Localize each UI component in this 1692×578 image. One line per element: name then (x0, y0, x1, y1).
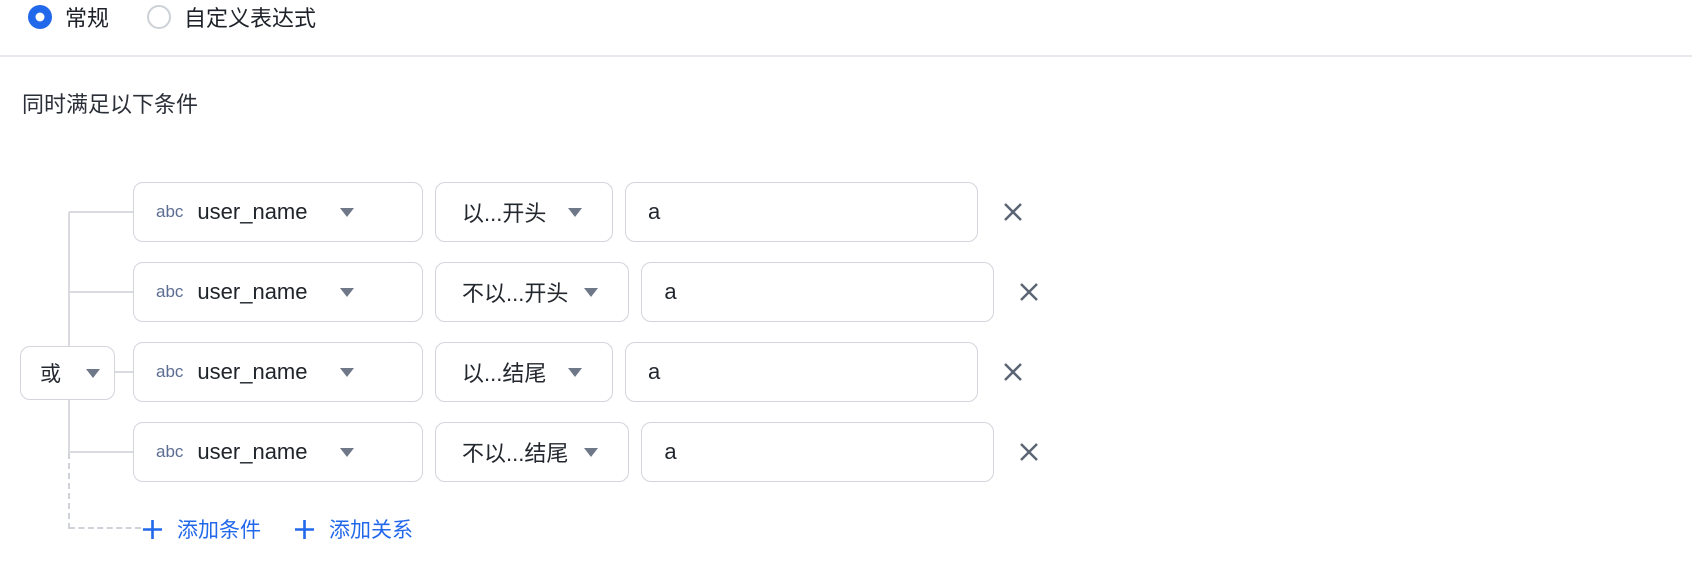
row-connector-line (69, 211, 133, 213)
chevron-down-icon (86, 368, 100, 378)
row-connector-line (115, 371, 133, 373)
mode-radio-option[interactable]: 自定义表达式 (147, 1, 316, 33)
add-link-label: 添加关系 (329, 519, 413, 542)
field-type-abc-icon: abc (156, 282, 184, 301)
close-icon (1004, 363, 1022, 381)
add-link[interactable]: 添加条件 (141, 514, 261, 544)
field-type-abc-icon: abc (156, 202, 184, 221)
condition-value-input[interactable] (625, 182, 978, 242)
operator-select[interactable]: 不以...开头 (435, 262, 630, 322)
condition-group-title: 同时满足以下条件 (22, 92, 199, 117)
operator-select[interactable]: 以...开头 (435, 182, 613, 242)
relation-label: 或 (40, 363, 61, 386)
add-link[interactable]: 添加关系 (293, 514, 413, 544)
divider (0, 55, 1692, 57)
operator-select[interactable]: 以...结尾 (435, 342, 613, 402)
condition-value-input[interactable] (625, 342, 978, 402)
field-name-label: user_name (197, 439, 308, 464)
field-select[interactable]: abc user_name (133, 342, 423, 402)
condition-row: abc user_name 以...结尾 (133, 342, 1028, 402)
remove-condition-button[interactable] (1014, 437, 1044, 467)
operator-label: 以...开头 (462, 201, 547, 226)
field-type-abc-icon: abc (156, 442, 184, 461)
chevron-down-icon (339, 207, 354, 217)
chevron-down-icon (584, 287, 599, 297)
add-connector-dashed-vertical (68, 453, 70, 529)
mode-radio-option[interactable]: 常规 (28, 1, 109, 33)
close-icon (1004, 203, 1022, 221)
field-select[interactable]: abc user_name (133, 262, 423, 322)
operator-label: 以...结尾 (462, 361, 547, 386)
remove-condition-button[interactable] (998, 197, 1028, 227)
remove-condition-button[interactable] (1014, 277, 1044, 307)
operator-label: 不以...结尾 (462, 441, 569, 466)
filter-mode-selector: 常规 自定义表达式 (28, 2, 316, 32)
plus-icon (295, 519, 314, 539)
chevron-down-icon (568, 367, 582, 377)
operator-label: 不以...开头 (462, 281, 569, 306)
group-bracket-line-top (68, 212, 70, 347)
field-name-label: user_name (197, 279, 308, 304)
condition-row: abc user_name 不以...开头 (133, 262, 1044, 322)
add-connector-dashed-horizontal (69, 527, 141, 529)
group-actions: 添加条件 添加关系 (141, 513, 413, 545)
row-connector-line (69, 451, 133, 453)
mode-radio-label: 常规 (65, 6, 110, 31)
relation-select[interactable]: 或 (20, 346, 115, 400)
chevron-down-icon (339, 287, 354, 297)
condition-value-input[interactable] (641, 262, 995, 322)
row-connector-line (69, 291, 133, 293)
field-select[interactable]: abc user_name (133, 422, 423, 482)
radio-icon[interactable] (28, 5, 52, 29)
add-link-label: 添加条件 (177, 519, 261, 542)
remove-condition-button[interactable] (998, 357, 1028, 387)
radio-icon[interactable] (147, 5, 172, 29)
group-bracket-line-bottom (68, 400, 70, 453)
field-select[interactable]: abc user_name (133, 182, 423, 242)
chevron-down-icon (584, 447, 599, 457)
close-icon (1020, 283, 1039, 301)
chevron-down-icon (339, 447, 354, 457)
chevron-down-icon (339, 367, 354, 377)
field-name-label: user_name (197, 359, 308, 384)
close-icon (1020, 443, 1039, 461)
condition-value-input[interactable] (641, 422, 995, 482)
field-name-label: user_name (197, 199, 308, 224)
field-type-abc-icon: abc (156, 362, 184, 381)
condition-row: abc user_name 不以...结尾 (133, 422, 1044, 482)
condition-row: abc user_name 以...开头 (133, 182, 1028, 242)
mode-radio-label: 自定义表达式 (184, 6, 317, 31)
plus-icon (143, 519, 162, 539)
operator-select[interactable]: 不以...结尾 (435, 422, 630, 482)
chevron-down-icon (568, 207, 582, 217)
